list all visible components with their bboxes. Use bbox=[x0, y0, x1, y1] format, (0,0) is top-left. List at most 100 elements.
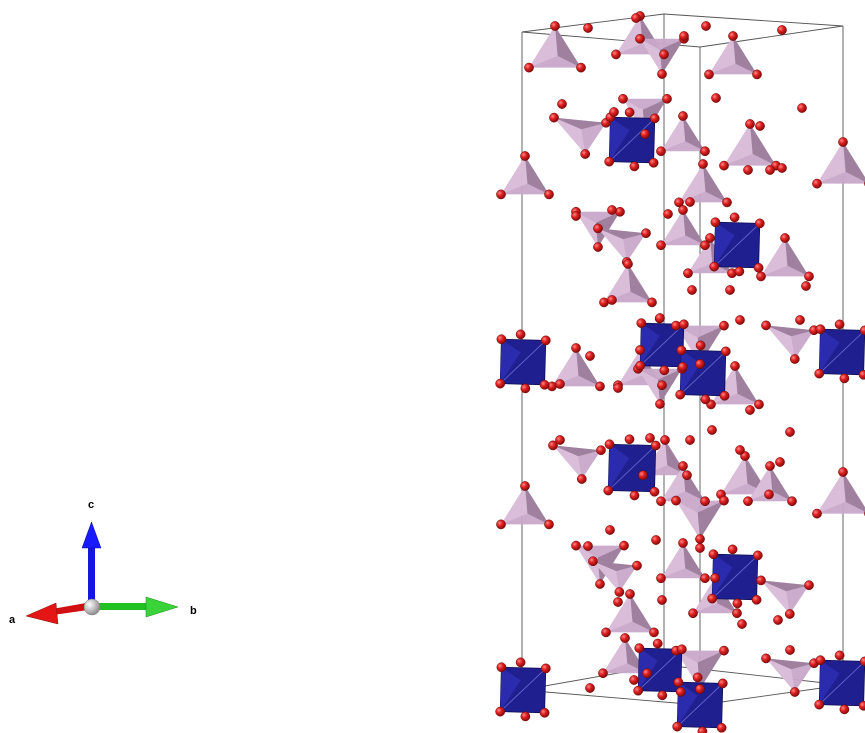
tetrahedron bbox=[766, 325, 814, 359]
oxygen-atom bbox=[583, 541, 593, 551]
oxygen-atom bbox=[607, 205, 617, 215]
oxygen-atom bbox=[495, 706, 506, 717]
oxygen-atom bbox=[732, 608, 742, 619]
tetrahedron-face bbox=[640, 38, 662, 74]
oxygen-atom bbox=[663, 209, 673, 219]
tetrahedron-face bbox=[683, 116, 705, 152]
oxygen-atom bbox=[571, 540, 581, 551]
tetrahedron-face bbox=[733, 36, 757, 75]
oxygen-atom bbox=[629, 161, 640, 172]
octahedron bbox=[607, 443, 657, 493]
tetrahedron-face bbox=[724, 124, 753, 166]
oxygen-atom bbox=[571, 343, 581, 353]
oxygen-atom bbox=[695, 684, 705, 694]
oxygen-atom bbox=[549, 112, 559, 123]
oxygen-atom bbox=[743, 165, 753, 175]
tetrahedron bbox=[817, 472, 865, 514]
oxygen-atom bbox=[743, 496, 753, 507]
tetrahedron-face bbox=[553, 445, 582, 479]
oxygen-atom bbox=[624, 107, 635, 118]
tetrahedron-face bbox=[630, 594, 654, 633]
oxygen-atom bbox=[764, 489, 774, 500]
oxygen-atom bbox=[671, 495, 681, 506]
oxygen-atom bbox=[544, 519, 554, 530]
tetrahedron-face bbox=[683, 543, 705, 579]
oxygen-atom bbox=[640, 129, 650, 139]
oxygen-atom bbox=[651, 535, 661, 545]
oxygen-atom bbox=[657, 595, 667, 605]
octahedron bbox=[818, 659, 865, 707]
oxygen-atom bbox=[625, 589, 635, 599]
oxygen-atoms-layer bbox=[495, 11, 865, 733]
tetrahedron-face bbox=[676, 500, 700, 539]
oxygen-atom bbox=[660, 435, 670, 445]
oxygen-atom bbox=[727, 544, 738, 555]
oxygen-atom bbox=[700, 146, 710, 157]
tetrahedron-face bbox=[657, 368, 682, 404]
tetrahedron-face bbox=[709, 36, 736, 75]
oxygen-atom bbox=[789, 687, 800, 697]
oxygen-atom bbox=[685, 435, 695, 445]
oxygen-atom bbox=[812, 178, 822, 189]
oxygen-atom bbox=[645, 433, 655, 443]
tetrahedron-face bbox=[721, 456, 748, 495]
oxygen-atom bbox=[659, 365, 670, 376]
oxygen-atom bbox=[710, 217, 721, 228]
oxygen-atom bbox=[700, 496, 710, 507]
tetrahedron-face bbox=[750, 124, 776, 166]
tetrahedron-face bbox=[817, 472, 846, 514]
oxygen-atom bbox=[595, 579, 605, 589]
oxygen-atom bbox=[719, 390, 730, 401]
tetrahedron bbox=[721, 456, 769, 495]
c-axis-label: c bbox=[88, 499, 94, 511]
oxygen-atom bbox=[624, 434, 635, 445]
oxygen-atom bbox=[593, 223, 603, 234]
oxygen-atom bbox=[745, 405, 755, 415]
oxygen-atom bbox=[695, 359, 705, 369]
tetrahedron-face bbox=[697, 650, 724, 689]
tetrahedron-face bbox=[697, 500, 724, 539]
tetrahedron-face bbox=[555, 26, 581, 68]
oxygen-atom bbox=[707, 425, 717, 435]
oxygen-atom bbox=[595, 381, 605, 392]
tetrahedron-face bbox=[501, 156, 528, 195]
tetrahedron bbox=[766, 658, 814, 692]
tetrahedron-face bbox=[761, 580, 809, 592]
oxygen-atom bbox=[745, 119, 755, 129]
oxygen-atom bbox=[496, 662, 507, 673]
oxygen-atom bbox=[734, 266, 745, 277]
b-axis-label: b bbox=[190, 605, 197, 617]
tetrahedron bbox=[676, 500, 724, 539]
oxygen-atom bbox=[730, 361, 740, 371]
tetrahedron-face bbox=[606, 594, 633, 633]
oxygen-atom bbox=[614, 587, 625, 597]
tetrahedron bbox=[761, 238, 809, 277]
tetrahedron bbox=[552, 348, 600, 387]
oxygen-atom bbox=[548, 440, 558, 451]
tetrahedron bbox=[553, 445, 601, 479]
oxygen-atom bbox=[649, 486, 660, 497]
tetrahedron-face bbox=[683, 466, 705, 502]
tetrahedron-face bbox=[616, 16, 643, 55]
oxygen-atom bbox=[540, 663, 551, 674]
oxygen-atom bbox=[648, 157, 659, 168]
oxygen-atom bbox=[585, 351, 595, 361]
oxygen-atom bbox=[638, 470, 648, 481]
oxygen-atom bbox=[515, 657, 526, 668]
oxygen-atom bbox=[701, 21, 711, 31]
oxygen-atom bbox=[657, 69, 667, 79]
oxygen-atom bbox=[576, 62, 586, 73]
oxygen-atom bbox=[520, 151, 530, 161]
tetrahedron-face bbox=[659, 38, 684, 74]
c-axis-arrow bbox=[81, 521, 102, 602]
oxygen-atom bbox=[678, 538, 688, 548]
oxygen-atom bbox=[611, 49, 621, 60]
oxygen-atom bbox=[544, 189, 554, 200]
octahedron-face bbox=[680, 350, 701, 395]
octahedron-face bbox=[608, 444, 630, 491]
oxygen-atom bbox=[756, 271, 766, 282]
oxygen-atom bbox=[555, 379, 565, 389]
oxygen-atom bbox=[797, 103, 807, 113]
oxygen-atom bbox=[655, 313, 665, 323]
